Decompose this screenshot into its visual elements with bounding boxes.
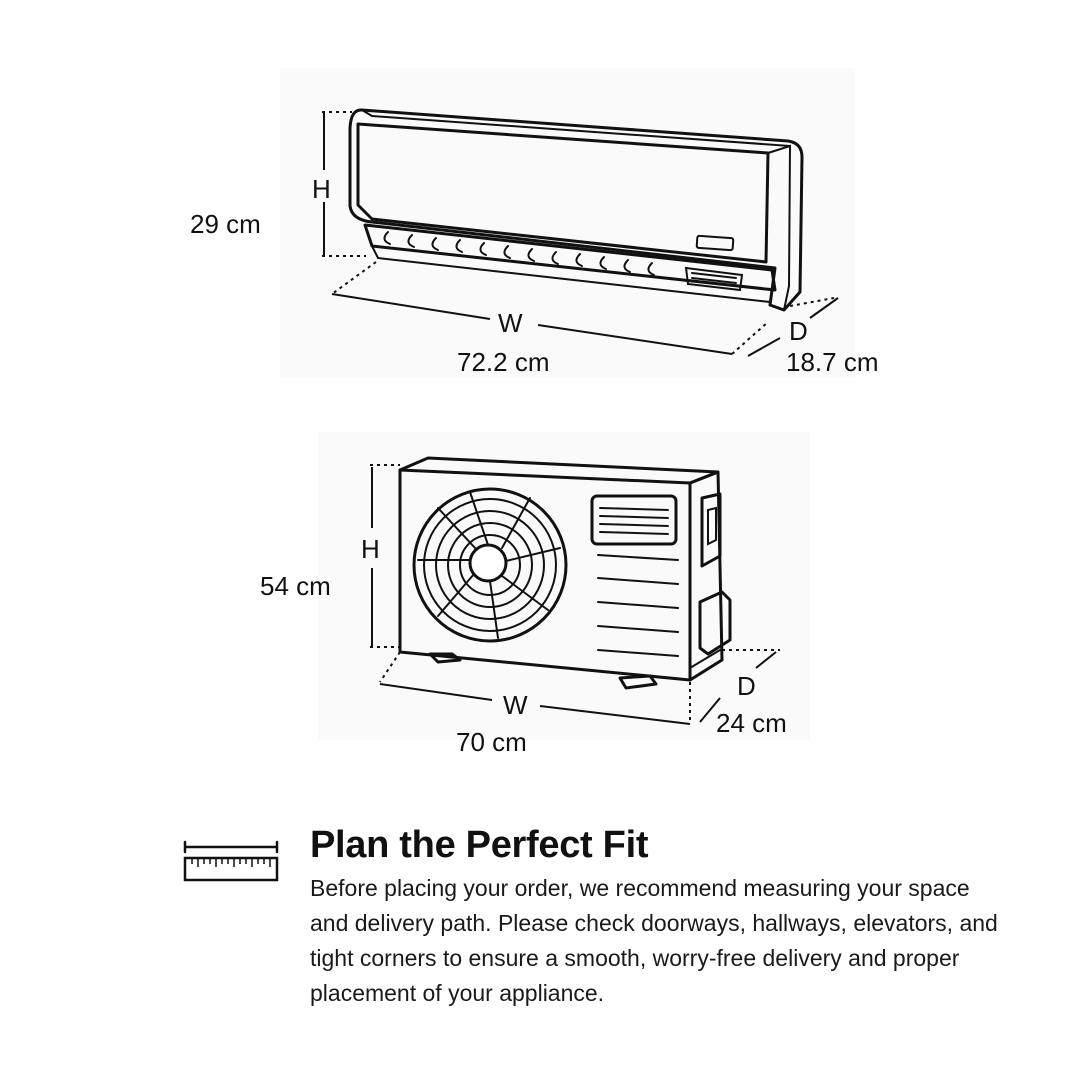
outdoor-unit-side — [688, 470, 724, 682]
indoor-unit-display — [695, 234, 735, 252]
outdoor-width-letter: W — [503, 690, 528, 720]
outdoor-unit-vent — [590, 494, 678, 546]
indoor-unit-front-panel — [356, 122, 770, 264]
indoor-unit-louver-slats — [383, 231, 655, 276]
outdoor-unit-front — [398, 468, 692, 682]
indoor-height-value: 29 cm — [190, 209, 261, 239]
ruler-icon — [183, 840, 279, 882]
indoor-depth-value: 18.7 cm — [786, 347, 879, 377]
outdoor-depth-value: 24 cm — [716, 708, 787, 738]
outdoor-height-letter: H — [361, 534, 380, 564]
indoor-unit-illustration — [322, 108, 839, 357]
outdoor-unit-illustration — [370, 456, 780, 725]
outdoor-unit-top — [398, 456, 720, 485]
outdoor-depth-letter: D — [737, 671, 756, 701]
fit-description: Before placing your order, we recommend … — [310, 875, 998, 1006]
outdoor-unit-fan-grille — [412, 487, 568, 643]
indoor-unit-body — [348, 108, 804, 312]
outdoor-unit-foot-left — [428, 652, 462, 664]
indoor-height-letter: H — [312, 174, 331, 204]
indoor-width-value: 72.2 cm — [457, 347, 550, 377]
indoor-width-letter: W — [498, 308, 523, 338]
fit-title: Plan the Perfect Fit — [310, 824, 649, 866]
outdoor-width-value: 70 cm — [456, 727, 527, 757]
outdoor-unit-slats — [597, 554, 679, 657]
outdoor-unit-valve-cover — [698, 590, 732, 656]
indoor-unit-louver — [363, 223, 777, 292]
outdoor-unit-foot-right — [618, 674, 658, 690]
indoor-depth-letter: D — [789, 316, 808, 346]
outdoor-height-value: 54 cm — [260, 571, 331, 601]
